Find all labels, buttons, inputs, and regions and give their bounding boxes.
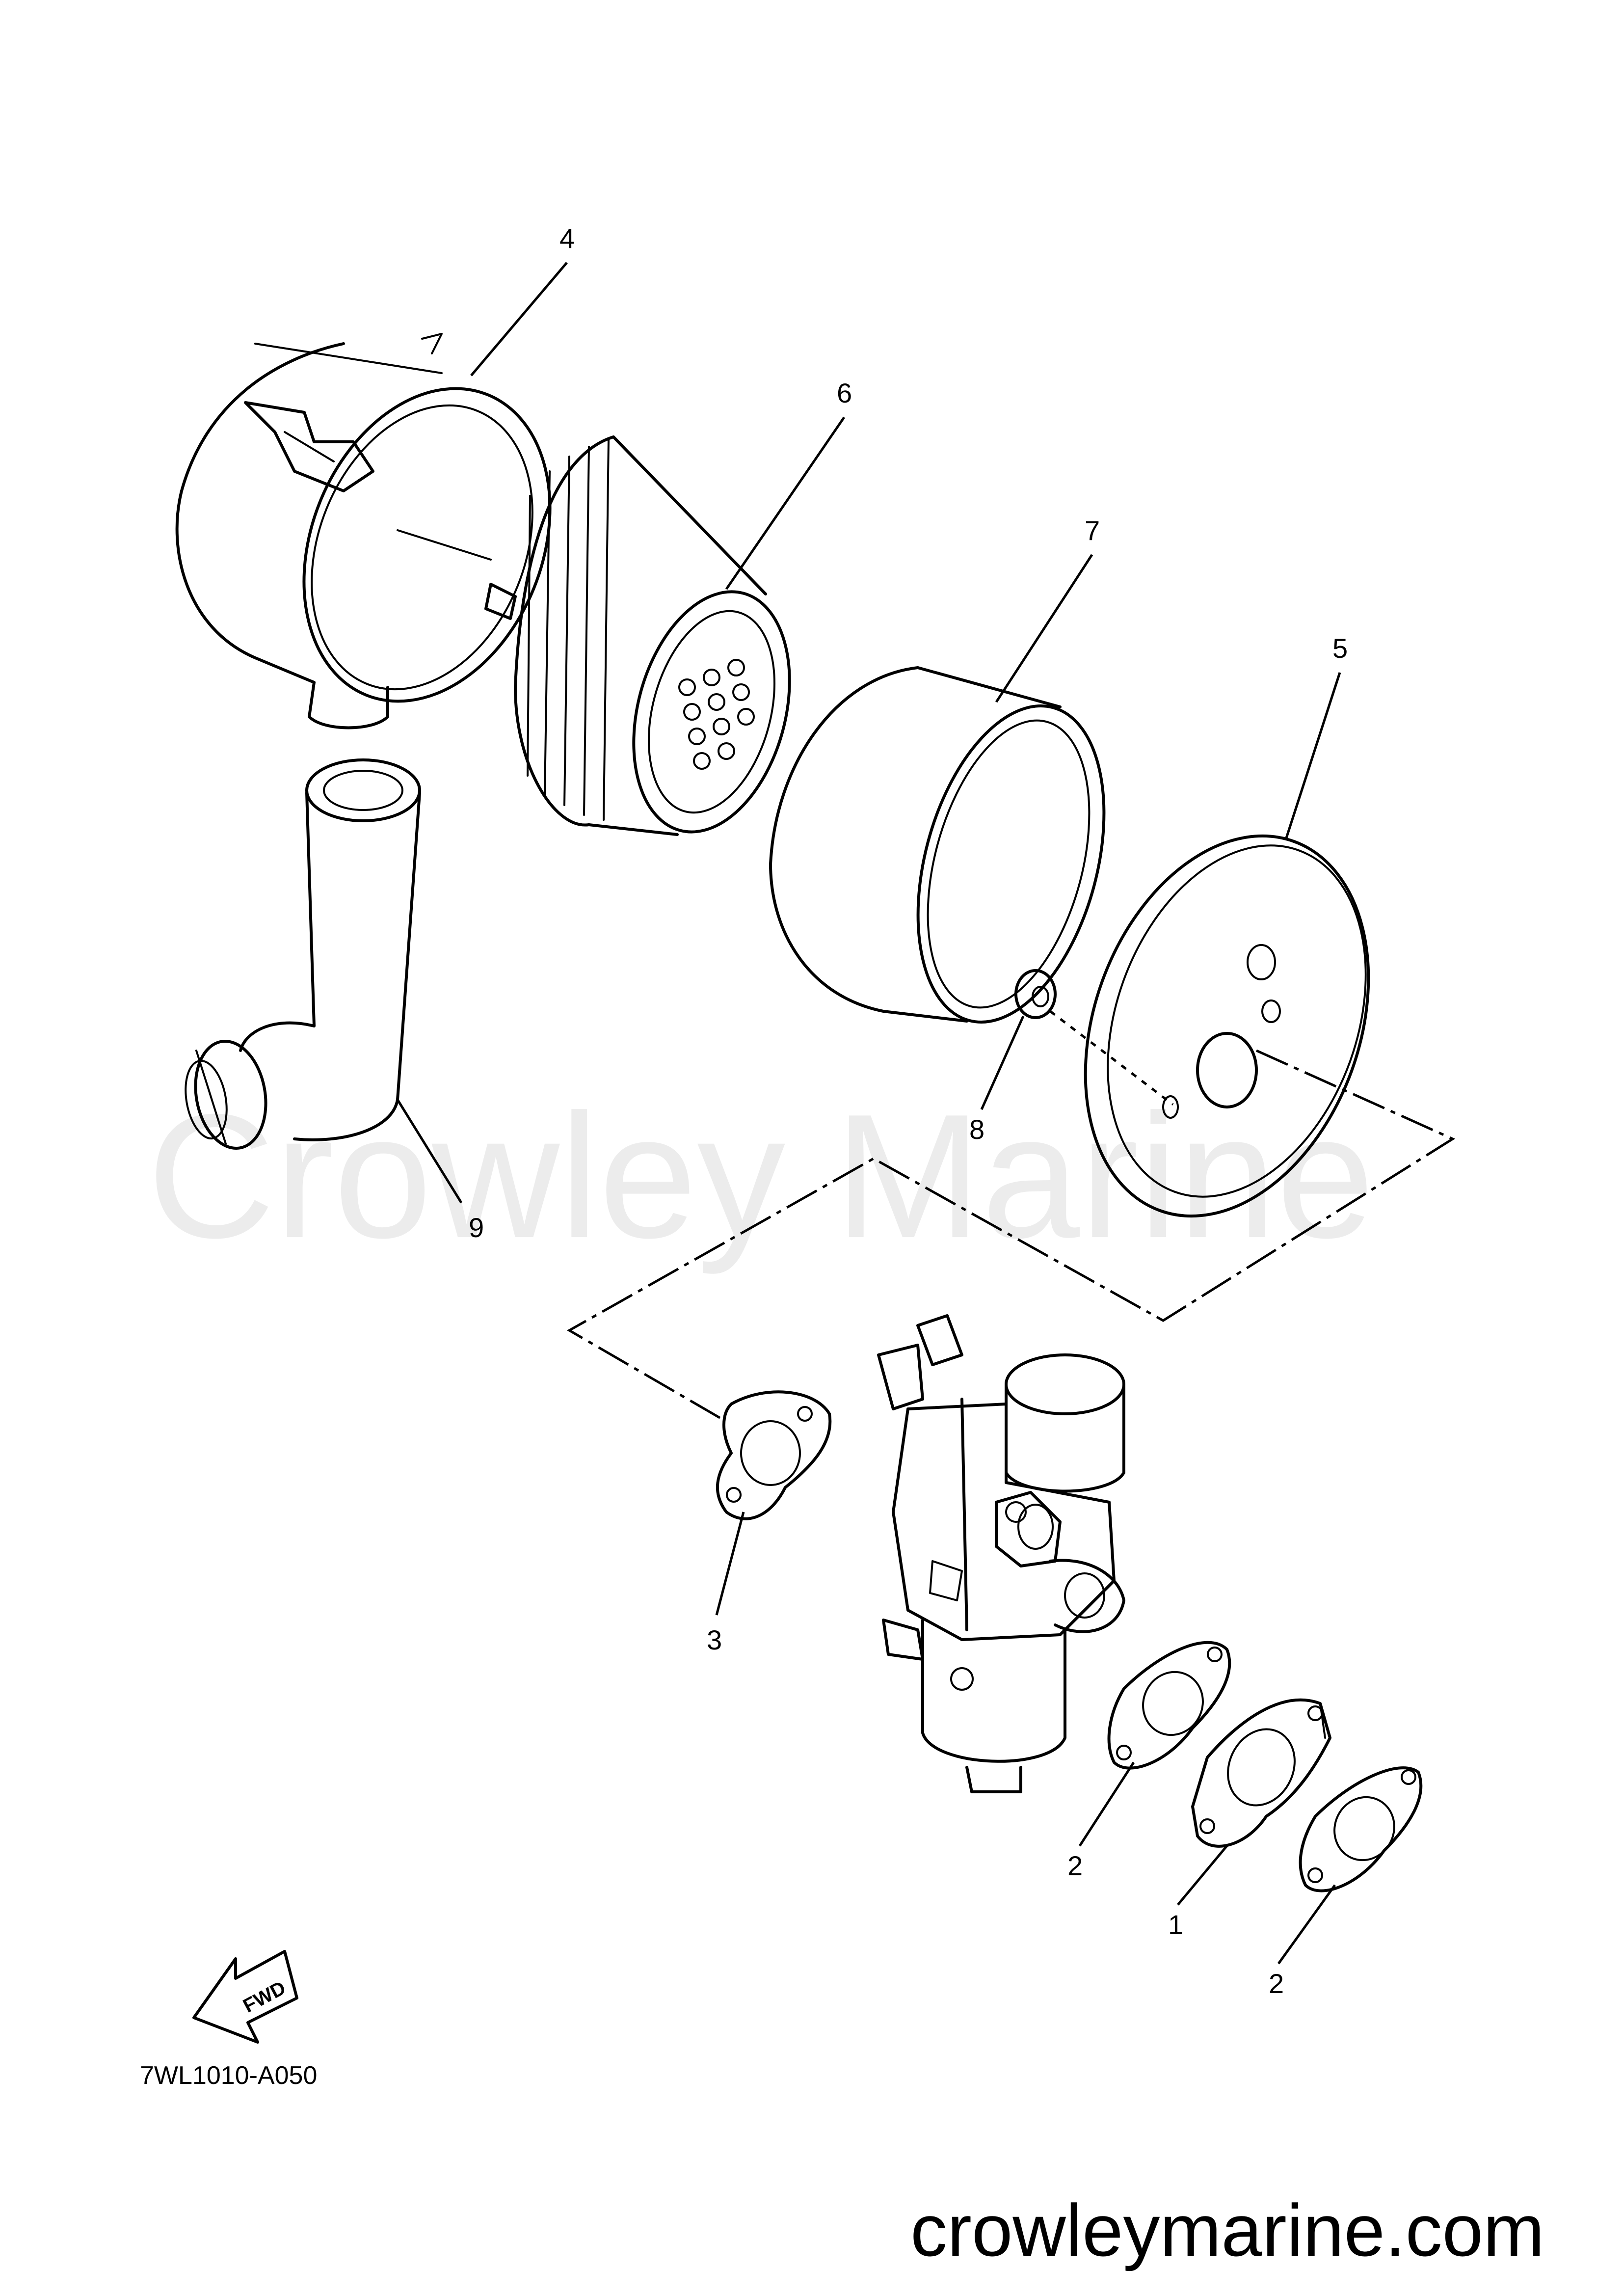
callout-2-lower: 2	[1269, 1968, 1284, 1999]
callout-1: 1	[1168, 1909, 1183, 1940]
callout-7: 7	[1085, 515, 1100, 546]
part-2-gasket-lower[interactable]	[1299, 1766, 1423, 1892]
fwd-arrow-icon: FWD	[192, 1950, 298, 2044]
callout-4: 4	[559, 223, 575, 254]
part-4-air-cleaner-case[interactable]	[175, 333, 595, 738]
diagram-code: 7WL1010-A050	[140, 2061, 317, 2090]
callout-8: 8	[969, 1114, 984, 1145]
part-3-gasket[interactable]	[716, 1390, 832, 1520]
callout-3: 3	[707, 1624, 722, 1655]
callout-5: 5	[1332, 633, 1348, 664]
part-6-element[interactable]	[514, 435, 815, 849]
assembly-dot-line	[1049, 1010, 1174, 1106]
part-9-joint-hose[interactable]	[180, 758, 421, 1154]
callout-6: 6	[837, 378, 852, 408]
website-label[interactable]: crowleymarine.com	[910, 2189, 1544, 2271]
callout-2-upper: 2	[1067, 1850, 1083, 1881]
part-8-nut[interactable]	[1014, 969, 1057, 1019]
assembly-dash-line	[566, 1049, 1456, 1420]
carburetor-assembly	[877, 1314, 1125, 1793]
part-5-cover[interactable]	[1035, 796, 1418, 1256]
part-2-gasket-upper[interactable]	[1107, 1641, 1231, 1770]
leader-lines	[396, 262, 1341, 1965]
callout-9: 9	[469, 1212, 484, 1243]
fwd-label: FWD	[239, 1977, 289, 2017]
watermark: Crowley Marine	[147, 1078, 1375, 1276]
part-7-sponge-element[interactable]	[769, 666, 1136, 1043]
